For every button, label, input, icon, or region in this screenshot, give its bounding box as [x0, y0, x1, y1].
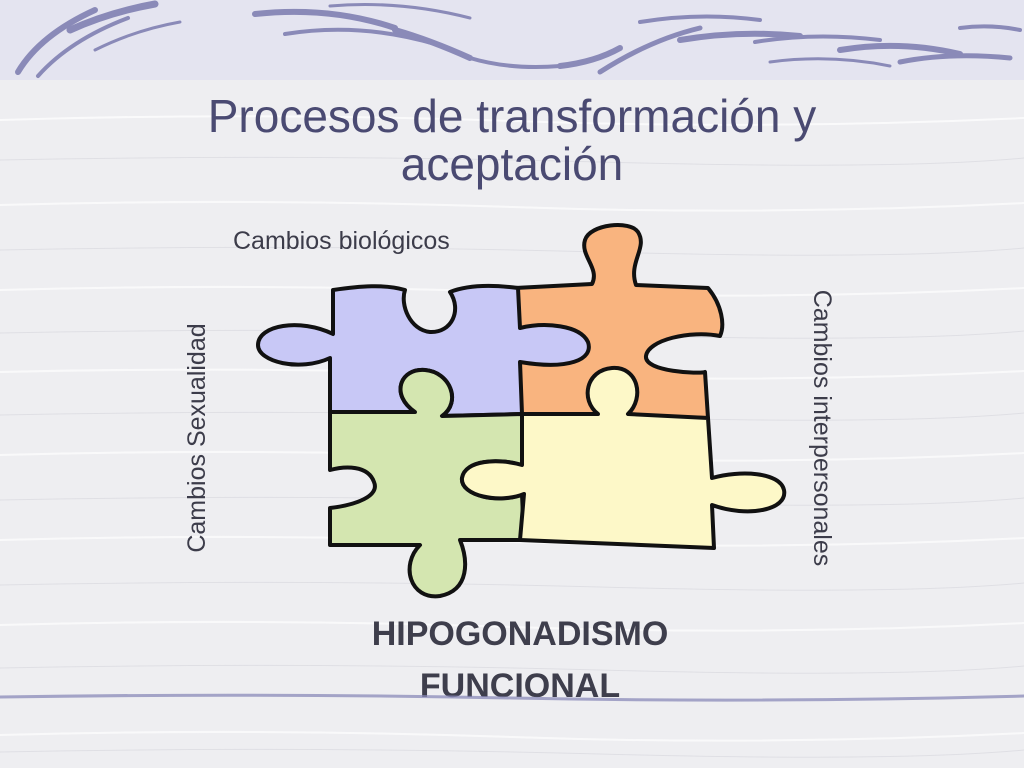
slide-title-line-2: aceptación — [400, 138, 624, 190]
slide-title-line-1: Procesos de transformación y — [207, 90, 817, 142]
puzzle-piece-yellow — [460, 365, 787, 550]
bottom-brush-rule — [0, 693, 1024, 702]
decorative-header-band — [0, 0, 1024, 80]
footer-heading-line-1: HIPOGONADISMO — [371, 615, 669, 653]
puzzle-piece-blue — [256, 283, 591, 418]
label-cambios-biologicos: Cambios biológicos — [233, 227, 450, 255]
